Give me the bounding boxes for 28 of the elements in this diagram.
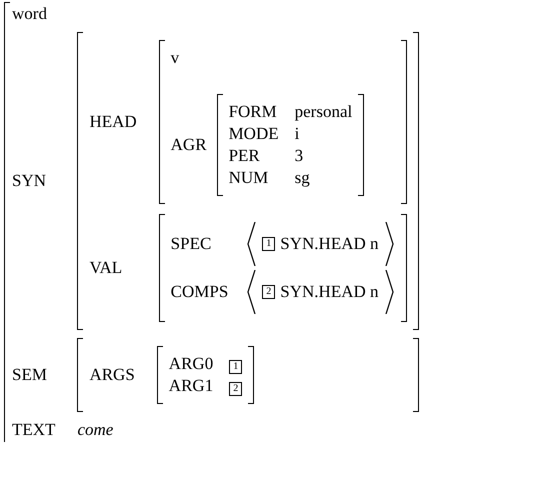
feature-name: HEAD — [89, 112, 137, 131]
tag-box: 2 — [229, 382, 242, 396]
feature-name: FORM — [228, 102, 277, 121]
tag-box: 1 — [229, 360, 242, 374]
feature-name: ARGS — [89, 365, 135, 384]
feature-name: COMPS — [170, 282, 228, 301]
feature-name: AGR — [170, 135, 207, 154]
feature-name: ARG0 — [168, 354, 214, 373]
feature-value: SYN.HEAD n — [280, 282, 379, 302]
feature-value: i — [294, 124, 300, 143]
feature-value: come — [77, 420, 114, 439]
feature-value: SYN.HEAD n — [280, 234, 379, 254]
feature-name: TEXT — [12, 420, 56, 439]
tag-box: 2 — [262, 285, 276, 299]
feature-name: SPEC — [170, 234, 212, 253]
feature-value: personal — [294, 102, 352, 121]
feature-name: ARG1 — [168, 376, 214, 395]
feature-name: VAL — [89, 258, 122, 277]
feature-name: PER — [228, 146, 260, 165]
tag-box: 1 — [262, 237, 276, 251]
type-name: v — [170, 48, 180, 67]
feature-name: SEM — [12, 365, 47, 384]
feature-value: sg — [294, 168, 310, 187]
feature-value: 3 — [294, 146, 304, 165]
type-name: word — [12, 4, 47, 23]
feature-name: MODE — [228, 124, 279, 143]
feature-name: SYN — [12, 171, 46, 190]
feature-name: NUM — [228, 168, 268, 187]
